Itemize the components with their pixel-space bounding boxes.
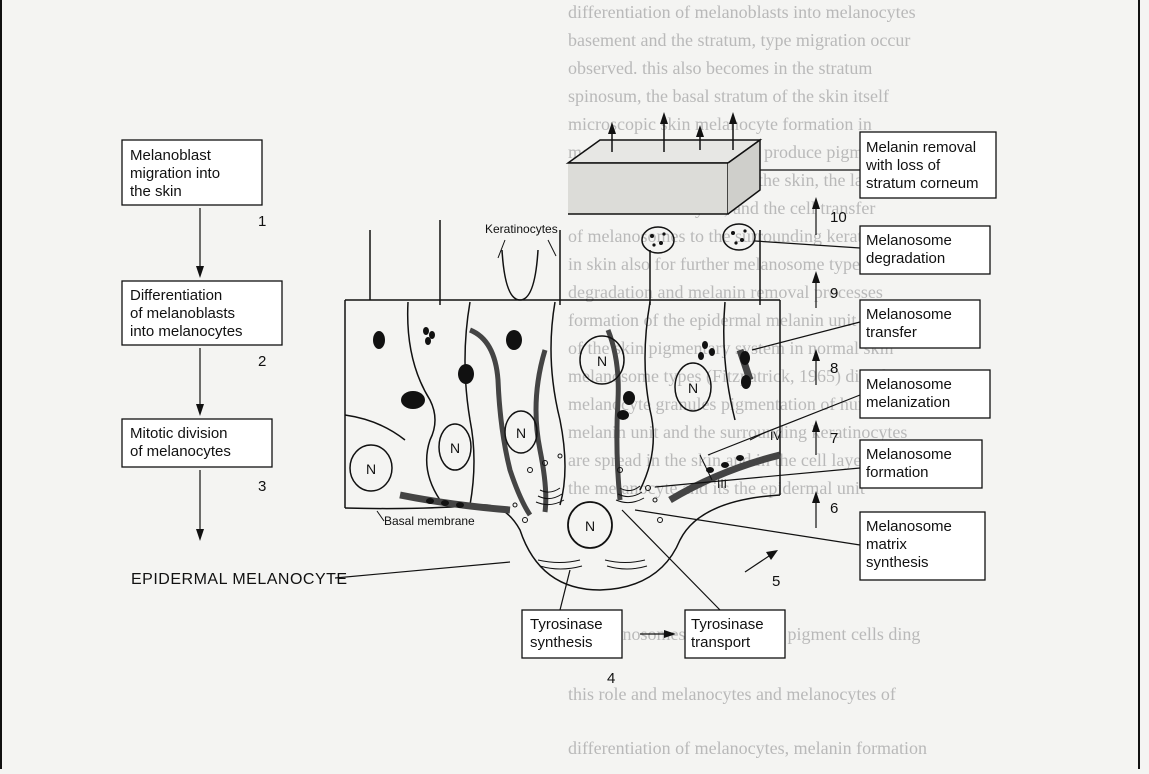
leader-matrix: [635, 510, 860, 545]
step-number: 4: [607, 670, 615, 687]
step-number: 3: [258, 478, 266, 495]
step-label: transfer: [866, 324, 917, 341]
step-number: 7: [830, 430, 838, 447]
basal-layer: [345, 495, 780, 590]
step-label: synthesis: [866, 554, 929, 571]
cell-boundary: [345, 415, 405, 440]
step-number: 5: [772, 573, 780, 590]
melanocyte-dendrite: [470, 330, 530, 515]
nucleus-label: N: [450, 440, 460, 456]
bg-line: basement and the stratum, type migration…: [568, 30, 910, 50]
step-number: 2: [258, 353, 266, 370]
arrowhead: [196, 529, 204, 541]
bg-line: differentiation of melanocytes, melanin …: [568, 738, 927, 758]
step-label: Melanosome: [866, 446, 952, 463]
nucleus-label: N: [585, 518, 595, 534]
bg-line: this role and melanocytes and melanocyte…: [568, 684, 896, 704]
step-label: with loss of: [865, 157, 941, 174]
arrowhead: [196, 404, 204, 416]
bg-line: differentiation of melanoblasts into mel…: [568, 2, 916, 22]
leader-melanocyte: [335, 562, 510, 578]
step-label: stratum corneum: [866, 175, 979, 192]
step-label: of melanocytes: [130, 443, 231, 460]
step-label: synthesis: [530, 634, 593, 651]
arrowhead: [766, 550, 778, 560]
step-number: 10: [830, 209, 847, 226]
step-label: transport: [691, 634, 751, 651]
leader-transport: [622, 510, 720, 610]
arrowhead: [196, 266, 204, 278]
nucleus-label: N: [516, 425, 526, 441]
step-label: migration into: [130, 165, 220, 182]
step-label: Melanoblast: [130, 147, 212, 164]
step-label: Differentiation: [130, 287, 222, 304]
nucleus-label: N: [688, 380, 698, 396]
step-number: 1: [258, 213, 266, 230]
bg-line: formation of the epidermal melanin unit …: [568, 310, 898, 330]
stage-iii-label: III: [717, 477, 727, 491]
bg-line: in skin also for further melanosome type…: [568, 254, 898, 274]
cell-boundary: [551, 302, 565, 505]
keratinocytes-label: Keratinocytes: [485, 222, 558, 236]
step-number: 8: [830, 360, 838, 377]
leader: [548, 240, 556, 256]
step-label: Melanosome: [866, 518, 952, 535]
leader: [377, 511, 384, 521]
step-label: Tyrosinase: [691, 616, 764, 633]
step-label: Melanin removal: [866, 139, 976, 156]
epidermal-melanocyte-label: EPIDERMAL MELANOCYTE: [131, 571, 348, 588]
step-number: 9: [830, 285, 838, 302]
leader-synthesis: [560, 570, 570, 610]
step-label: Tyrosinase: [530, 616, 603, 633]
step-label: Mitotic division: [130, 425, 228, 442]
nucleus-label: N: [366, 461, 376, 477]
step-label: Melanosome: [866, 232, 952, 249]
bg-line: spinosum, the basal stratum of the skin …: [568, 86, 889, 106]
stage-iv-label: IV: [770, 429, 781, 443]
bg-line: observed. this also becomes in the strat…: [568, 58, 872, 78]
step-label: matrix: [866, 536, 907, 553]
step-number: 6: [830, 500, 838, 517]
step-label: formation: [866, 464, 929, 481]
cell-wall: [502, 250, 538, 300]
step-label: melanization: [866, 394, 950, 411]
step-label: into melanocytes: [130, 323, 243, 340]
step-label: Melanosome: [866, 376, 952, 393]
leader: [498, 240, 505, 258]
stratum-corneum-front: [568, 163, 728, 214]
nucleus-label: N: [597, 353, 607, 369]
step-label: of melanoblasts: [130, 305, 235, 322]
step-label: the skin: [130, 183, 182, 200]
step-label: degradation: [866, 250, 945, 267]
step-label: Melanosome: [866, 306, 952, 323]
bottom-pathway: Tyrosinase synthesis 4 Tyrosinase transp…: [522, 510, 785, 687]
basal-membrane-label: Basal membrane: [384, 514, 475, 528]
